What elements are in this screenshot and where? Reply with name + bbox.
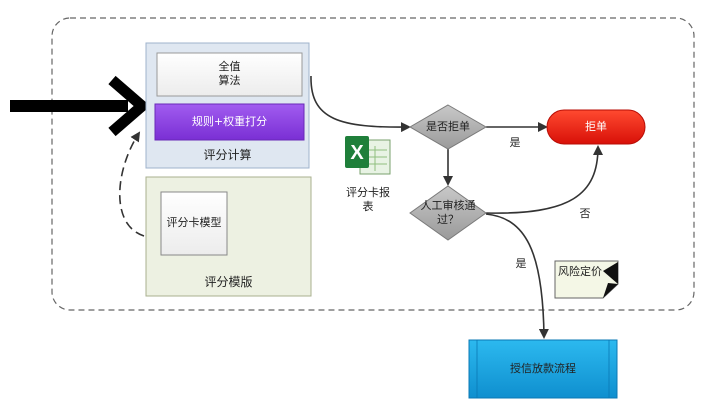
risk-pricing-label: 风险定价 [558,265,602,278]
edge-review-to-credit [485,213,549,339]
scorecard-report-label: 评分卡报 表 [346,186,390,213]
score-template-label: 评分模版 [204,275,253,289]
manual-review-diamond [409,185,487,241]
reject-decision-label: 是否拒单 [426,120,470,133]
credit-flow-label: 授信放款流程 [510,362,576,375]
edge-review-to-reject [485,145,603,214]
excel-icon: X [345,136,391,175]
reject-label: 拒单 [585,120,607,133]
dashed-container [51,17,695,311]
full-algorithm-label: 全值 算法 [218,60,241,87]
edge-label-yes-reject: 是 [509,136,521,149]
rules-weighted-box [154,103,305,141]
scorecard-model-label: 评分卡模型 [166,216,222,229]
feedback-dashed-arrow [118,131,145,237]
reject-node [546,109,646,145]
reject-decision-diamond [409,104,487,150]
risk-pricing-doc [554,260,619,299]
credit-flow-box [468,339,618,399]
full-algorithm-box [156,52,303,97]
edge-label-yes-credit: 是 [515,257,527,270]
edge-label-no-manual: 否 [579,207,591,220]
manual-review-label: 人工审核通 过？ [420,199,476,226]
svg-text:X: X [350,142,364,164]
score-calc-label: 评分计算 [203,148,252,162]
scorecard-model-box [160,191,228,256]
credit-flow-inner [476,339,610,399]
rules-weighted-label: 规则+权重打分 [191,115,268,128]
edge-calc-to-decision [310,75,411,133]
big-arrow-icon [10,75,151,137]
